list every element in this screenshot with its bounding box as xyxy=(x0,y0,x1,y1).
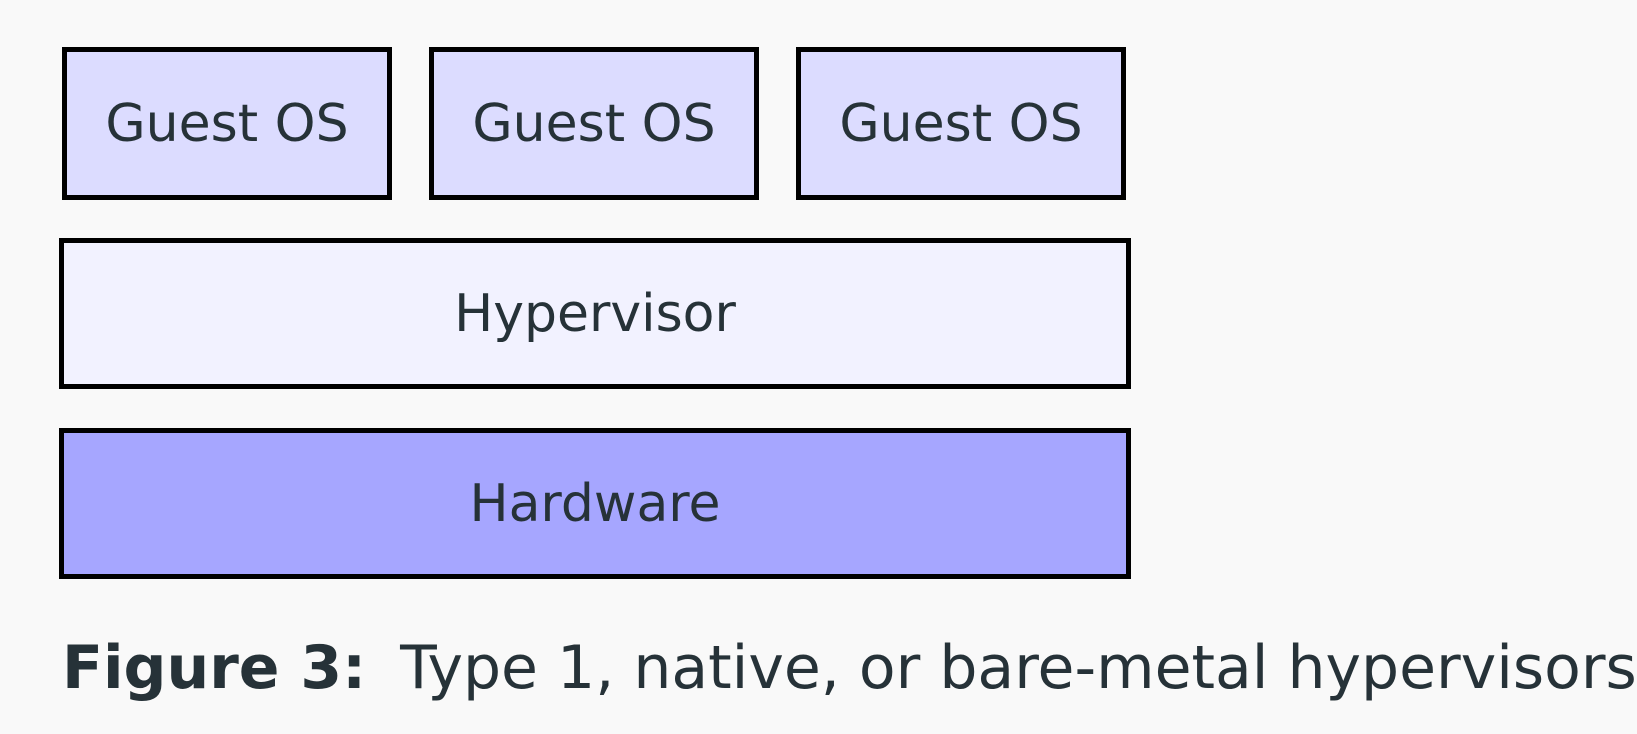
guest-os-label: Guest OS xyxy=(472,93,716,154)
guest-os-box: Guest OS xyxy=(796,47,1126,200)
figure-caption: Figure 3:Type 1, native, or bare-metal h… xyxy=(62,638,1637,698)
figure-caption-text: Type 1, native, or bare-metal hypervisor… xyxy=(400,633,1637,703)
guest-os-box: Guest OS xyxy=(62,47,392,200)
guest-os-label: Guest OS xyxy=(105,93,349,154)
hardware-box: Hardware xyxy=(59,428,1131,579)
hardware-label: Hardware xyxy=(469,473,721,534)
figure-caption-label: Figure 3: xyxy=(62,633,367,703)
hypervisor-box: Hypervisor xyxy=(59,238,1131,389)
guest-os-label: Guest OS xyxy=(839,93,1083,154)
hypervisor-label: Hypervisor xyxy=(454,283,736,344)
guest-os-box: Guest OS xyxy=(429,47,759,200)
